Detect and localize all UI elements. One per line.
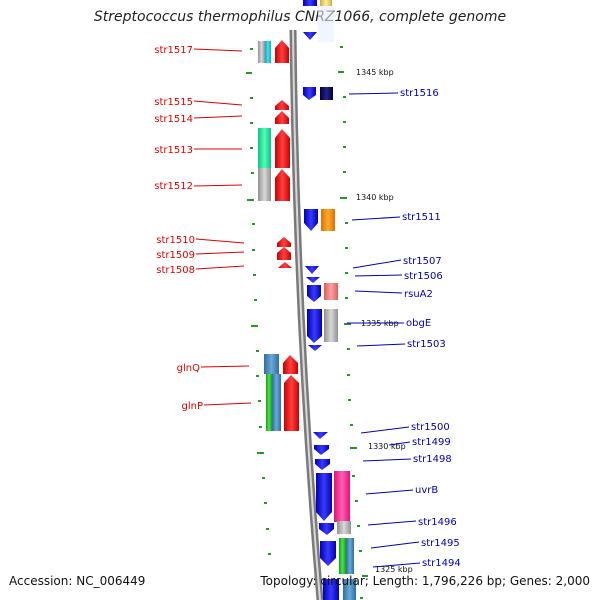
gene-arrow <box>307 309 322 343</box>
gene-label-str1507[interactable]: str1507 <box>403 256 442 267</box>
map-title: Streptococcus thermophilus CNRZ1066, com… <box>93 9 507 25</box>
gene-block <box>324 309 338 342</box>
gene-block <box>266 374 272 431</box>
gene-label-str1512[interactable]: str1512 <box>154 181 193 192</box>
gene-block <box>258 41 265 63</box>
gene-label-uvrB[interactable]: uvrB <box>415 485 438 496</box>
gene-label-str1503[interactable]: str1503 <box>407 339 446 350</box>
gene-arrow <box>305 266 319 274</box>
gene-arrow <box>314 445 329 455</box>
gene-block <box>334 471 350 522</box>
gene-arrow <box>308 345 322 351</box>
accession-text: Accession: NC_006449 <box>9 574 146 588</box>
gene-arrow <box>315 459 330 470</box>
gene-arrow <box>275 169 290 201</box>
gene-arrow <box>284 375 299 431</box>
gene-label-glnQ[interactable]: glnQ <box>177 363 200 374</box>
gene-arrow <box>275 100 289 110</box>
gene-arrow <box>316 473 332 521</box>
gene-arrow <box>277 237 291 247</box>
gene-block <box>321 209 335 231</box>
gene-label-str1506[interactable]: str1506 <box>404 271 443 282</box>
right-leader-lines <box>347 92 421 568</box>
gene-arrow <box>306 277 320 283</box>
genome-summary-text: Topology: circular; Length: 1,796,226 bp… <box>260 574 590 588</box>
gene-block <box>323 579 339 600</box>
scale-label: 1330 kbp <box>368 442 406 451</box>
gene-block <box>258 128 271 168</box>
gene-label-str1500[interactable]: str1500 <box>411 422 450 433</box>
gene-label-str1495[interactable]: str1495 <box>421 538 460 549</box>
gene-block <box>339 538 346 574</box>
gene-block <box>258 168 271 201</box>
gene-arrow <box>275 111 289 124</box>
gene-label-str1499[interactable]: str1499 <box>412 437 451 448</box>
partial-feature-top <box>303 0 317 6</box>
gene-block <box>264 354 279 374</box>
gene-label-str1510[interactable]: str1510 <box>156 235 195 246</box>
partial-feature-top <box>318 6 334 42</box>
gene-label-str1515[interactable]: str1515 <box>154 97 193 108</box>
gene-label-str1496[interactable]: str1496 <box>418 517 457 528</box>
gene-label-str1508[interactable]: str1508 <box>156 265 195 276</box>
gene-label-glnP[interactable]: glnP <box>182 401 204 412</box>
left-leader-lines <box>193 48 252 406</box>
gene-arrow <box>277 247 291 260</box>
gene-block <box>265 41 271 63</box>
genome-backbone-highlight <box>292 29 321 600</box>
partial-feature-top <box>320 0 332 6</box>
gene-block <box>346 538 354 574</box>
gene-arrow <box>320 541 336 566</box>
gene-label-str1509[interactable]: str1509 <box>156 250 195 261</box>
gene-arrow <box>303 32 317 40</box>
gene-label-str1494[interactable]: str1494 <box>422 558 461 569</box>
gene-block <box>343 579 356 600</box>
gene-label-str1498[interactable]: str1498 <box>413 454 452 465</box>
gene-block <box>337 521 351 534</box>
gene-block <box>320 87 333 100</box>
gene-arrow <box>319 523 334 535</box>
gene-block <box>324 283 338 300</box>
gene-arrow <box>304 209 318 231</box>
gene-arrow <box>275 129 290 168</box>
gene-arrow <box>278 262 292 268</box>
gene-label-str1511[interactable]: str1511 <box>402 212 441 223</box>
scale-label: 1340 kbp <box>356 193 394 202</box>
gene-arrow <box>303 87 316 100</box>
gene-block <box>272 374 281 431</box>
gene-label-str1517[interactable]: str1517 <box>154 45 193 56</box>
scale-label: 1345 kbp <box>356 68 394 77</box>
gene-label-rsuA2[interactable]: rsuA2 <box>404 289 433 300</box>
scale-label: 1325 kbp <box>375 565 413 574</box>
gene-arrow <box>283 355 298 374</box>
scale-ticks <box>246 46 368 599</box>
gene-arrow <box>313 432 328 439</box>
gene-label-str1514[interactable]: str1514 <box>154 114 193 125</box>
gene-label-str1513[interactable]: str1513 <box>154 145 193 156</box>
gene-arrow <box>307 285 321 302</box>
gene-arrow <box>275 40 289 63</box>
gene-label-obgE[interactable]: obgE <box>406 318 431 329</box>
gene-label-str1516[interactable]: str1516 <box>400 88 439 99</box>
